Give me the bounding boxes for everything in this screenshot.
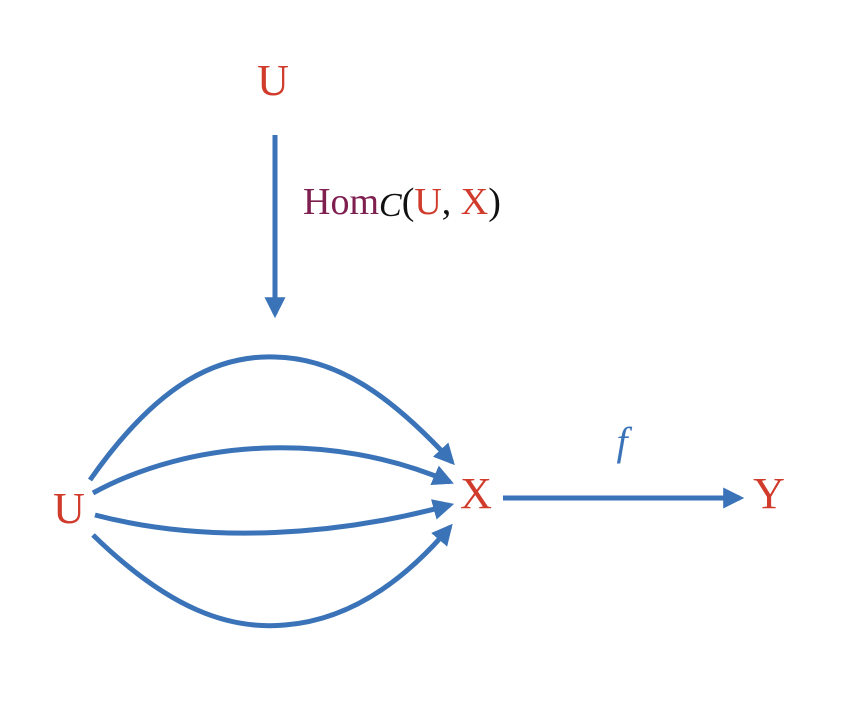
morphism-arc-4 [91, 523, 453, 629]
object-u-left: U [53, 484, 85, 533]
morphism-arc-2 [91, 445, 454, 496]
morphism-f-label: f [616, 419, 632, 464]
hom-open-paren: ( [402, 181, 415, 223]
morphism-arc-3 [94, 499, 455, 536]
hom-prefix: Hom [303, 181, 379, 223]
hom-second-object: X [461, 181, 488, 223]
hom-first-object: U [414, 181, 441, 223]
category-c: C [379, 187, 402, 224]
object-x: X [460, 469, 492, 518]
hom-close-paren: ) [488, 181, 501, 223]
morphism-arc-1 [87, 354, 455, 482]
object-u-top: U [257, 56, 289, 105]
hom-comma: , [442, 181, 461, 223]
hom-set-label: HomC(U, X) [303, 181, 501, 224]
object-y: Y [753, 469, 785, 518]
